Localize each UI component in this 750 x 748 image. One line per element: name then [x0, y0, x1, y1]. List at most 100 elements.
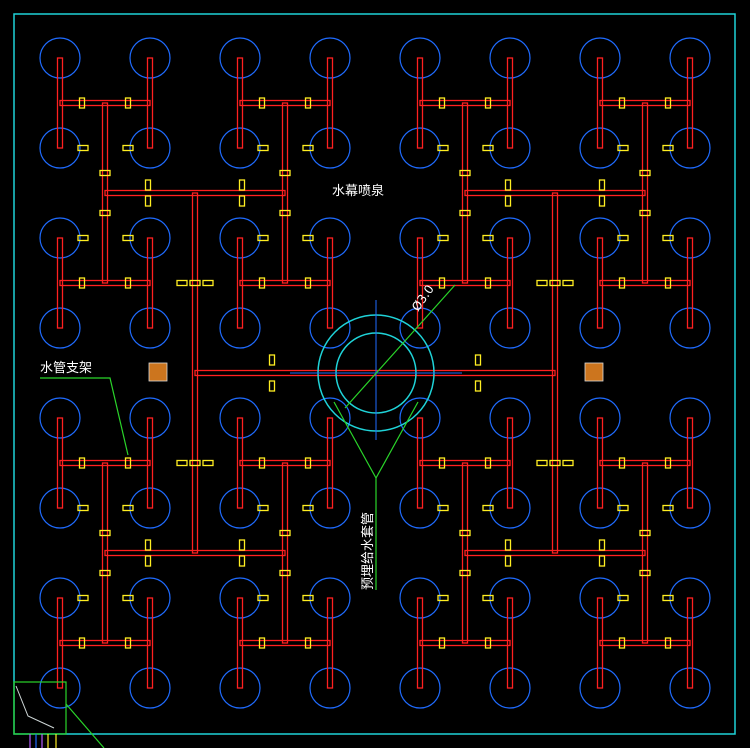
- pipe-support: [639, 529, 651, 537]
- pipe-support: [504, 179, 512, 191]
- pipe-support: [124, 97, 132, 109]
- nozzle-circle: [129, 397, 171, 439]
- pipe-support: [202, 459, 214, 467]
- nozzle-circle: [669, 397, 711, 439]
- pipe-support: [238, 539, 246, 551]
- pipe-support: [302, 234, 314, 242]
- water-supply-label: 预埋给水套管: [360, 512, 376, 590]
- pipe-segment: [416, 417, 424, 509]
- pipe-segment: [416, 597, 424, 689]
- pipe-segment: [239, 279, 331, 287]
- nozzle-circle: [669, 307, 711, 349]
- pipe-support: [189, 459, 201, 467]
- pipe-support: [257, 234, 269, 242]
- pipe-support: [99, 169, 111, 177]
- nozzle-circle: [669, 577, 711, 619]
- pipe-support: [662, 504, 674, 512]
- pipe-support: [144, 195, 152, 207]
- nozzle-circle: [39, 397, 81, 439]
- pipe-segment: [104, 189, 286, 197]
- nozzle-circle: [669, 667, 711, 709]
- pipe-support: [302, 144, 314, 152]
- pipe-support: [302, 504, 314, 512]
- pipe-support: [504, 555, 512, 567]
- nozzle-circle: [399, 667, 441, 709]
- pipe-segment: [101, 462, 109, 644]
- pipe-support: [639, 169, 651, 177]
- pipe-support: [176, 279, 188, 287]
- pipe-segment: [59, 279, 151, 287]
- pipe-segment: [551, 192, 559, 554]
- pipe-support: [438, 97, 446, 109]
- nozzle-circle: [309, 307, 351, 349]
- pipe-segment: [146, 417, 154, 509]
- pipe-segment: [59, 459, 151, 467]
- nozzle-circle: [309, 127, 351, 169]
- nozzle-circle: [219, 487, 261, 529]
- pipe-support: [124, 277, 132, 289]
- pipe-support: [176, 459, 188, 467]
- pipe-support: [536, 459, 548, 467]
- pipe-support: [99, 529, 111, 537]
- pipe-support: [482, 504, 494, 512]
- pipe-support: [122, 234, 134, 242]
- pipe-support: [459, 169, 471, 177]
- pipe-segment: [419, 279, 511, 287]
- nozzle-circle: [579, 397, 621, 439]
- pipe-segment: [596, 237, 604, 329]
- pipe-segment: [281, 462, 289, 644]
- nozzle-circle: [399, 217, 441, 259]
- pipe-support: [664, 457, 672, 469]
- pipe-support: [598, 179, 606, 191]
- pipe-support: [78, 457, 86, 469]
- pipe-support: [122, 504, 134, 512]
- nozzle-circle: [129, 127, 171, 169]
- nozzle-circle: [399, 307, 441, 349]
- nozzle-circle: [489, 37, 531, 79]
- pipe-support-label: 水管支架: [40, 361, 92, 376]
- pipe-support: [662, 234, 674, 242]
- pipe-support: [304, 277, 312, 289]
- pipe-support: [598, 539, 606, 551]
- pipe-segment: [419, 639, 511, 647]
- pipe-support: [257, 144, 269, 152]
- pipe-segment: [461, 462, 469, 644]
- pipe-support: [99, 569, 111, 577]
- nozzle-circle: [309, 397, 351, 439]
- nozzle-circle: [309, 37, 351, 79]
- pipe-segment: [506, 237, 514, 329]
- pipe-segment: [596, 417, 604, 509]
- pipe-support: [662, 144, 674, 152]
- pipe-support: [482, 234, 494, 242]
- nozzle-circle: [489, 397, 531, 439]
- pipe-support: [144, 555, 152, 567]
- pipe-segment: [56, 597, 64, 689]
- pipe-support: [268, 380, 276, 392]
- pipe-segment: [236, 597, 244, 689]
- pipe-support: [122, 594, 134, 602]
- pipe-support: [258, 277, 266, 289]
- nozzle-circle: [489, 487, 531, 529]
- pipe-support: [124, 457, 132, 469]
- nozzle-circle: [129, 217, 171, 259]
- nozzle-circle: [489, 577, 531, 619]
- pipe-support: [144, 179, 152, 191]
- pipe-support: [598, 555, 606, 567]
- annotation-layer: 水幕喷泉 水管支架 Ø3.0 预埋给水套管: [40, 183, 437, 590]
- nozzle-circle: [399, 127, 441, 169]
- pump-block: [584, 362, 604, 382]
- pipe-support: [438, 457, 446, 469]
- nozzle-circle: [669, 127, 711, 169]
- nozzle-circle: [399, 487, 441, 529]
- pipe-support: [304, 457, 312, 469]
- pipe-segment: [59, 639, 151, 647]
- pipe-support: [598, 195, 606, 207]
- nozzle-circle: [309, 667, 351, 709]
- pipe-support: [77, 234, 89, 242]
- pipe-segment: [56, 57, 64, 149]
- pipe-support: [459, 529, 471, 537]
- pipe-segment: [326, 417, 334, 509]
- pipe-support: [459, 569, 471, 577]
- pipe-support: [258, 457, 266, 469]
- nozzle-circle: [399, 37, 441, 79]
